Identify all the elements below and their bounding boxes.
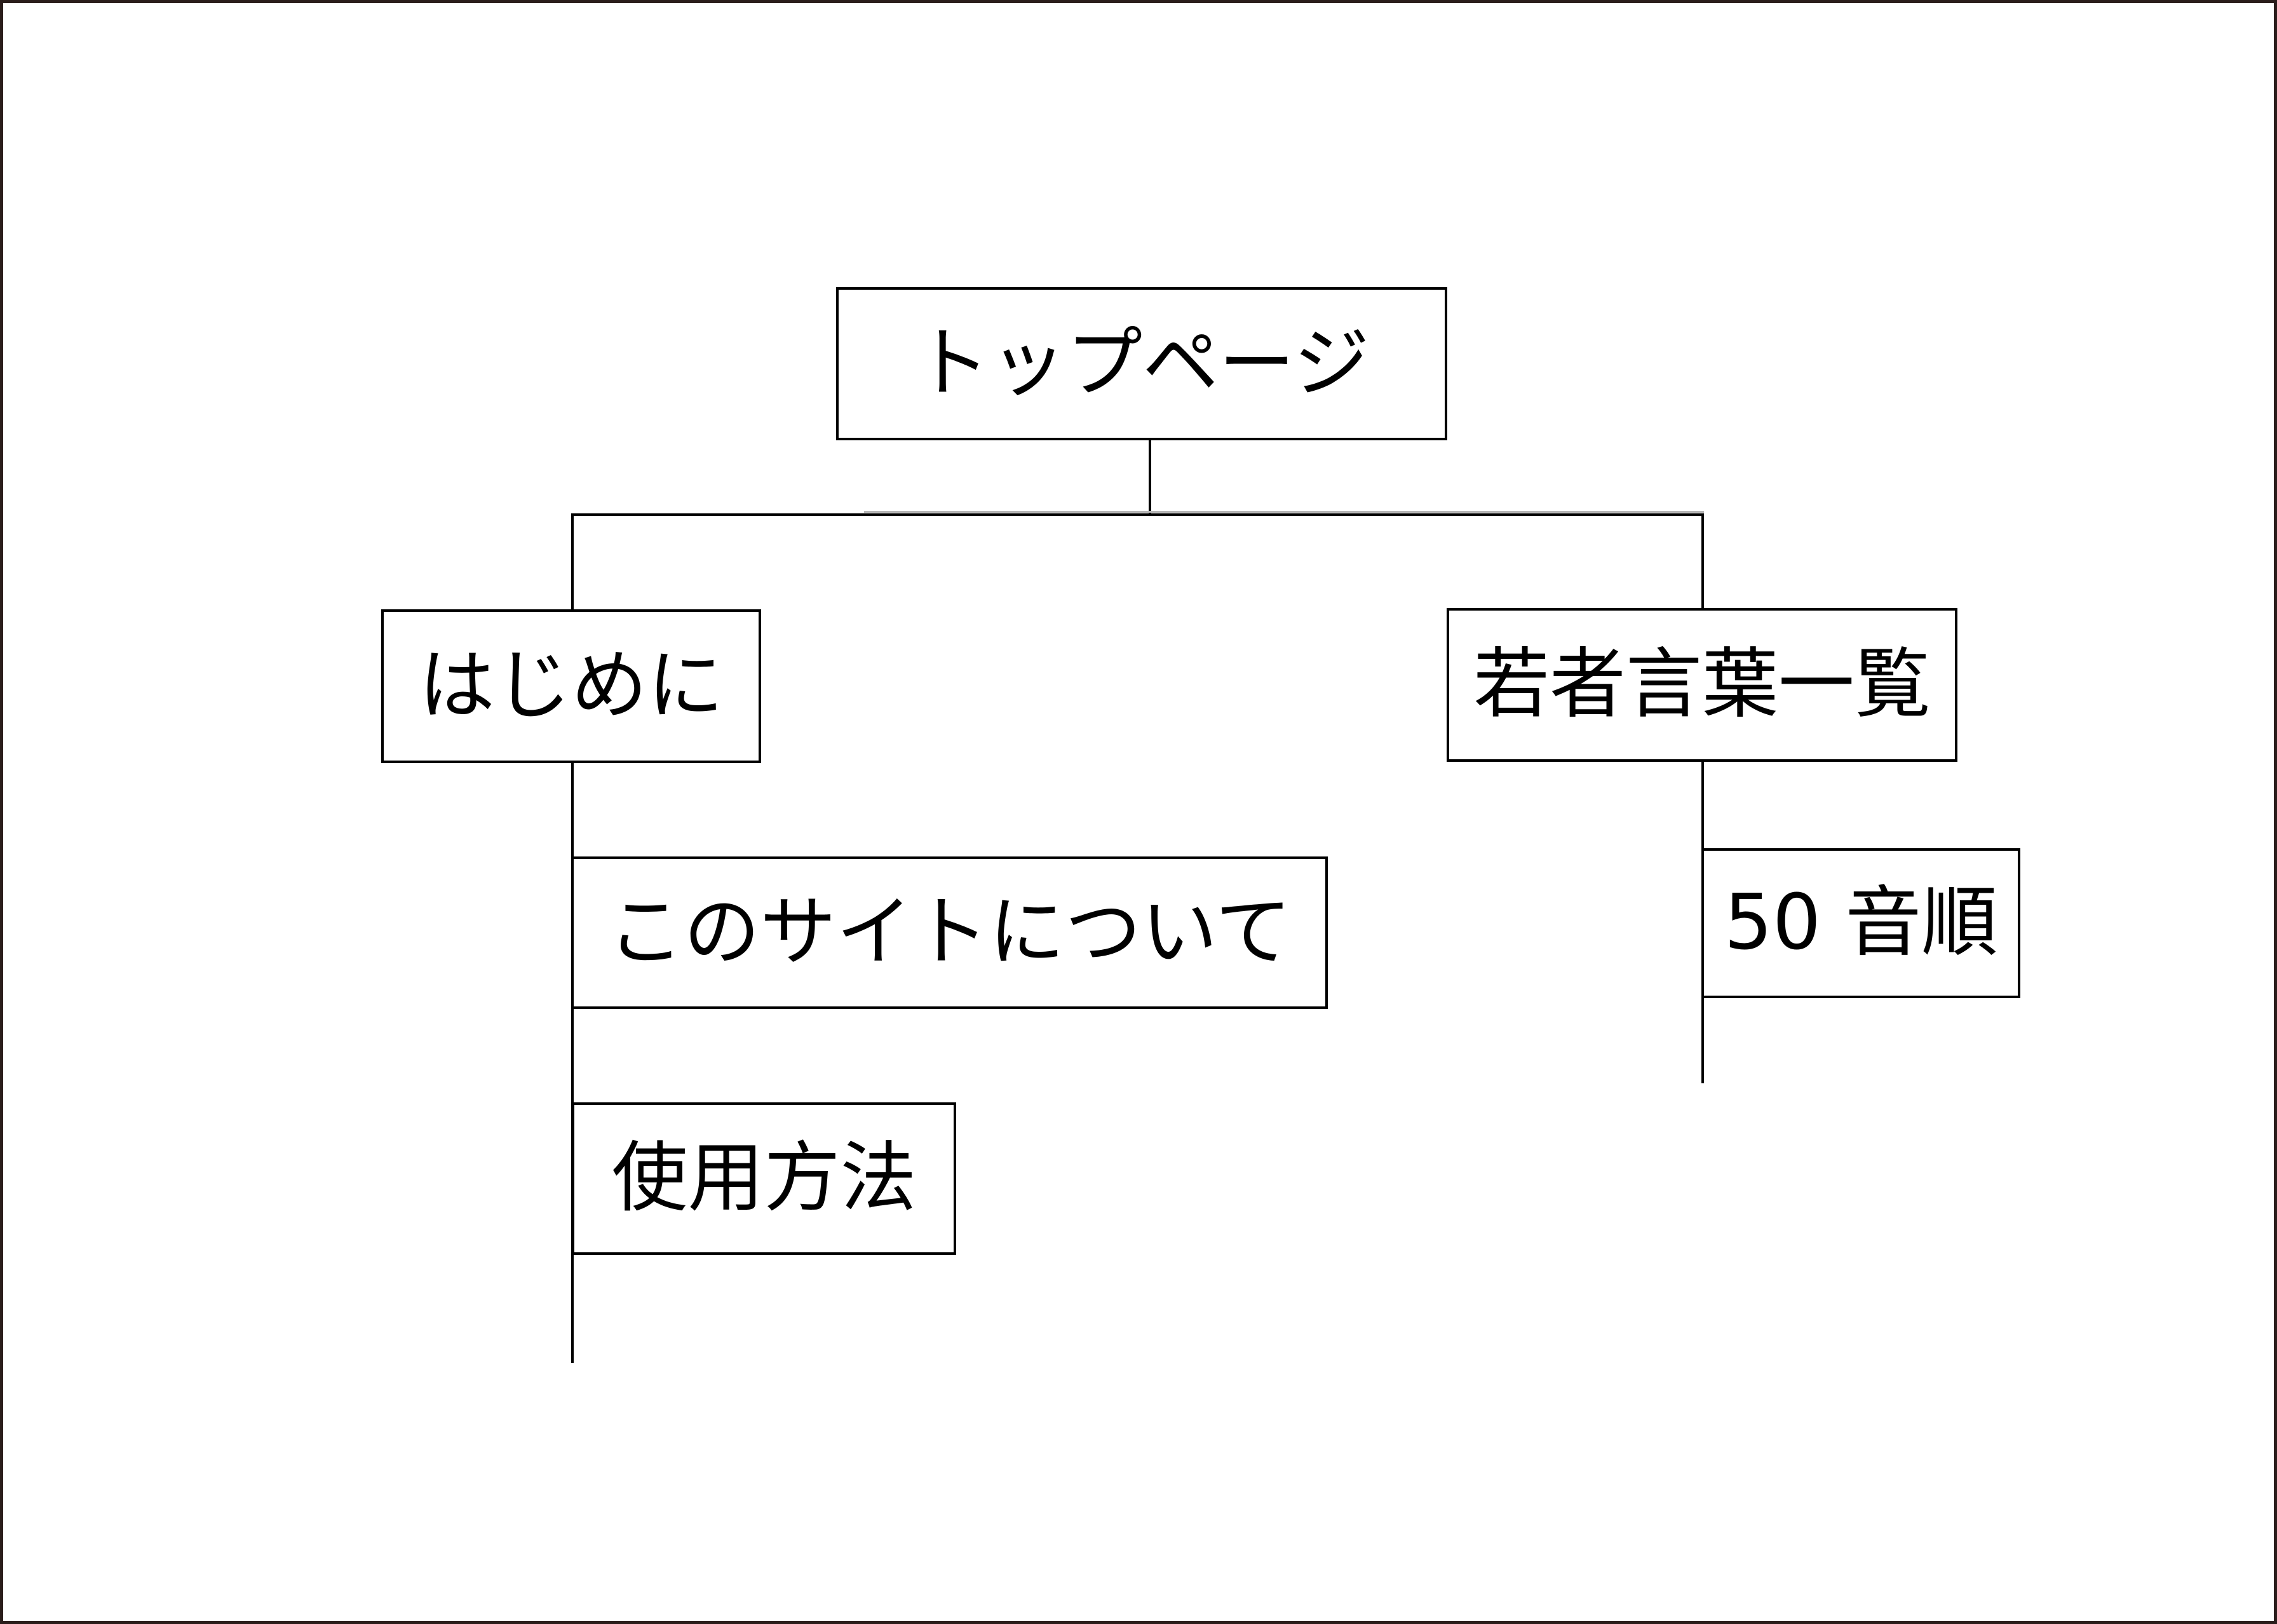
node-gojuon-order: 50 音順 <box>1701 848 2020 998</box>
node-youth-slang-list-label: 若者言葉一覧 <box>1473 640 1931 729</box>
node-top-page: トップページ <box>836 287 1447 440</box>
node-gojuon-order-label: 50 音順 <box>1724 879 1998 967</box>
node-introduction: はじめに <box>381 609 761 763</box>
connector-horizontal-line-artifact <box>864 511 1704 513</box>
connector-branch-horizontal-line <box>571 513 1704 516</box>
node-usage-instructions-label: 使用方法 <box>611 1134 917 1222</box>
node-usage-instructions: 使用方法 <box>572 1102 956 1255</box>
node-introduction-label: はじめに <box>419 642 724 730</box>
node-about-this-site-label: このサイトについて <box>607 888 1292 977</box>
connector-right-branch-line <box>1701 513 1704 1083</box>
node-youth-slang-list: 若者言葉一覧 <box>1447 608 1957 762</box>
node-about-this-site: このサイトについて <box>571 856 1328 1009</box>
connector-top-to-branch-line <box>1149 440 1151 513</box>
node-top-page-label: トップページ <box>914 319 1370 408</box>
